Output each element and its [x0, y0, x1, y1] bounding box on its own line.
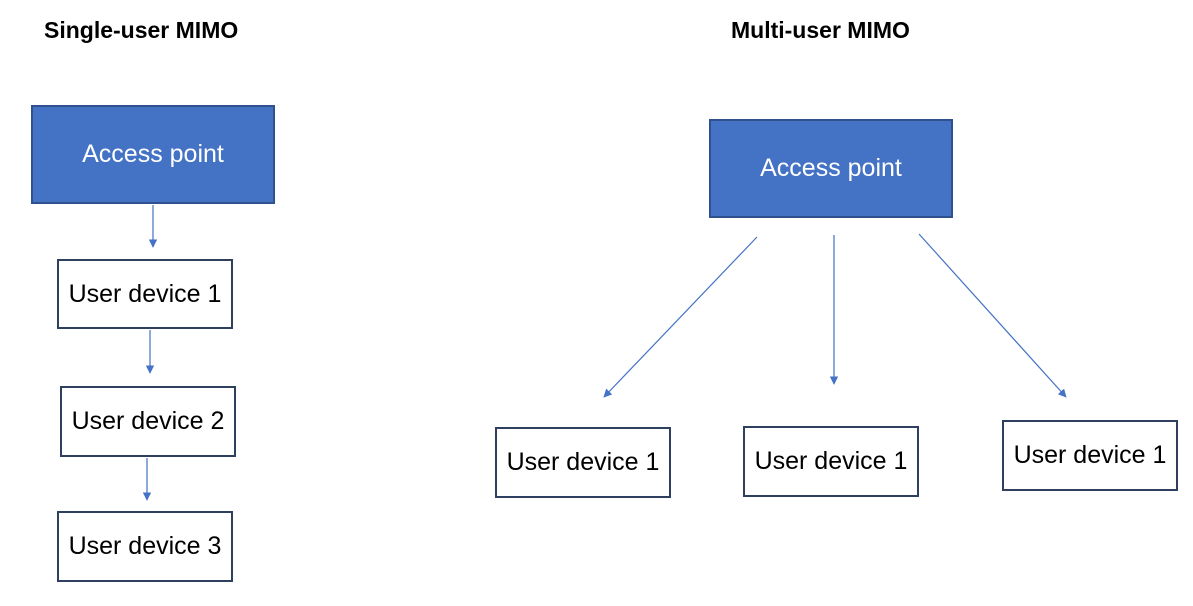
arrow-ap-to-left-device	[603, 236, 758, 398]
multi-user-access-point: Access point	[709, 119, 953, 218]
single-user-title: Single-user MIMO	[44, 17, 239, 43]
single-user-device-2: User device 2	[60, 386, 236, 457]
multi-user-device-center: User device 1	[743, 426, 919, 497]
single-user-device-2-label: User device 2	[71, 407, 225, 435]
multi-user-device-left-label: User device 1	[506, 448, 660, 476]
multi-user-device-right: User device 1	[1002, 420, 1178, 491]
single-user-device-1-label: User device 1	[68, 279, 222, 308]
multi-user-device-right-label: User device 1	[1013, 441, 1167, 469]
single-user-device-1: User device 1	[57, 259, 233, 329]
multi-user-title: Multi-user MIMO	[731, 17, 910, 43]
single-user-access-point: Access point	[31, 105, 275, 204]
arrow-ap-to-right-device	[918, 233, 1067, 398]
multi-user-access-point-label: Access point	[760, 154, 902, 182]
multi-user-device-left: User device 1	[495, 427, 671, 498]
multi-user-device-center-label: User device 1	[754, 447, 908, 475]
single-user-device-3: User device 3	[57, 511, 233, 582]
single-user-device-3-label: User device 3	[68, 532, 222, 560]
single-user-access-point-label: Access point	[82, 140, 224, 168]
